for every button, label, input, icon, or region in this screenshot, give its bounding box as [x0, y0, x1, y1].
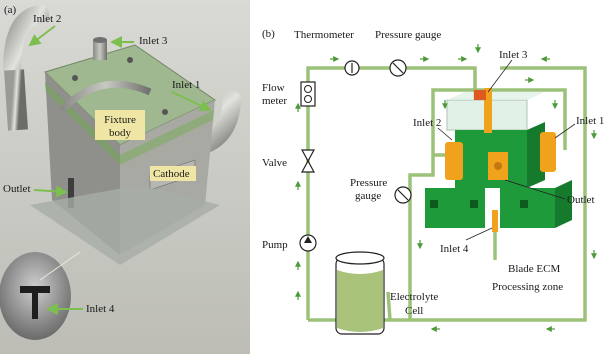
bolt — [72, 75, 78, 81]
label-zone-line1: Blade ECM — [508, 263, 560, 275]
panel-b-schematic: (b) — [262, 28, 604, 335]
leader-lines — [437, 59, 576, 241]
inset-blade-head — [20, 286, 50, 293]
fixture-leg-side — [555, 180, 572, 228]
label-a-fixture-line2: body — [109, 127, 132, 139]
flow-meter-ring — [304, 85, 312, 93]
cathode-label-box — [150, 166, 196, 181]
fixture-handle — [59, 80, 152, 113]
label-b-inlet4: Inlet 4 — [440, 243, 469, 255]
label-electrolyte-line2: Cell — [405, 305, 423, 317]
label-pressure-gauge-mid-line1: Pressure — [350, 177, 387, 189]
inlet1-fitting — [540, 132, 556, 172]
leader-inlet3 — [487, 59, 513, 93]
inlet3-cap — [474, 90, 486, 100]
label-pressure-gauge-top: Pressure gauge — [375, 29, 441, 41]
label-a-inlet1: Inlet 1 — [172, 79, 200, 91]
label-a-inlet4: Inlet 4 — [86, 303, 115, 315]
fixture-bolt-hole — [470, 200, 478, 208]
inlet3-nozzle-top — [93, 37, 107, 43]
leader-outlet — [504, 179, 566, 200]
inlet3-fitting — [484, 88, 492, 133]
label-thermometer: Thermometer — [294, 29, 354, 41]
label-a-inlet2: Inlet 2 — [33, 13, 61, 25]
ecm-fixture — [425, 88, 572, 232]
label-a-cathode: Cathode — [153, 168, 190, 180]
bolt — [127, 57, 133, 63]
label-electrolyte-line1: Electrolyte — [390, 291, 438, 303]
arrow-inlet1 — [171, 91, 212, 112]
arrow-inlet2 — [28, 25, 56, 47]
inlet3-nozzle — [93, 40, 107, 60]
fixture-band-left — [45, 82, 120, 165]
label-a-inlet3: Inlet 3 — [139, 35, 168, 47]
pipe-inner-right — [500, 88, 567, 150]
label-a-outlet: Outlet — [3, 183, 31, 195]
label-b-inlet1: Inlet 1 — [576, 115, 604, 127]
inlet2-fitting — [445, 142, 463, 180]
label-a-fixture-line1: Fixture — [104, 114, 136, 126]
flow-arrows — [295, 44, 597, 332]
fixture-band-right — [120, 110, 214, 165]
valve-icon — [300, 149, 316, 173]
pipe-left — [3, 5, 49, 79]
pipe-right-loop — [430, 66, 587, 322]
label-flow-line1: Flow — [262, 82, 285, 94]
label-valve: Valve — [262, 157, 287, 169]
label-b-inlet2: Inlet 2 — [413, 117, 441, 129]
arrow-outlet-a — [33, 185, 68, 198]
leader-inlet1 — [554, 123, 576, 139]
pump-arrow — [304, 236, 312, 243]
bolt — [162, 109, 168, 115]
panel-a-photo: (a) Inlet 2 Inlet 3 Inlet 1 Fixture body… — [0, 0, 250, 354]
inset-blade-stem — [32, 293, 38, 319]
panel-b-tag: (b) — [262, 28, 275, 40]
leader-inlet4 — [465, 227, 493, 241]
label-pressure-gauge-mid-line2: gauge — [355, 190, 381, 202]
panel-a-tag: (a) — [4, 4, 17, 16]
flow-meter-ring — [304, 95, 312, 103]
outlet-slot — [68, 178, 74, 208]
base-plate — [30, 185, 220, 265]
fixture-bolt-hole — [430, 200, 438, 208]
outlet-hole — [494, 162, 502, 170]
leader-inlet2 — [437, 127, 453, 141]
label-zone-line2: Processing zone — [492, 281, 563, 293]
fixture-label-box — [95, 110, 145, 140]
electrolyte-liquid — [337, 270, 383, 332]
pipe-to-cell — [386, 291, 392, 321]
pressure-gauge-mid-needle — [397, 189, 409, 201]
fixture-bolt-hole — [520, 200, 528, 208]
label-b-outlet: Outlet — [567, 194, 595, 206]
inset-link-line — [39, 251, 81, 281]
pressure-gauge-top-needle — [392, 62, 404, 74]
label-flow-line2: meter — [262, 95, 287, 107]
label-b-inlet3: Inlet 3 — [499, 49, 528, 61]
pipe-inner-left — [408, 88, 500, 320]
electrolyte-cell-top — [335, 251, 385, 265]
fixture-top-face — [447, 92, 545, 100]
inlet4-fitting — [492, 210, 498, 232]
label-pump: Pump — [262, 239, 288, 251]
pipe-left-lower — [4, 69, 28, 131]
